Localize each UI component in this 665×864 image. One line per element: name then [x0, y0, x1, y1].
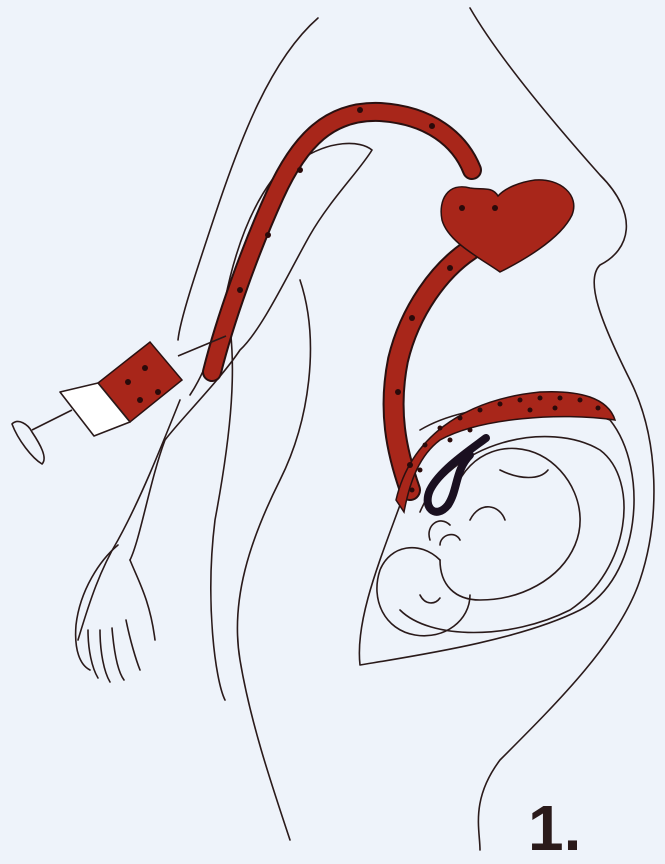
- arm-outline-lower: [130, 143, 372, 560]
- fetus-face: [420, 595, 440, 603]
- body-outline-lower-back: [237, 280, 310, 840]
- umbilical-cord: [428, 438, 486, 512]
- figure-number-label: 1.: [528, 796, 581, 860]
- body-outline-back: [178, 18, 318, 340]
- syringe-icon: [12, 336, 226, 464]
- hand-outline: [76, 545, 155, 682]
- body-outline-front: [470, 8, 654, 850]
- fetus-head: [377, 548, 470, 636]
- arm-vein-fill: [212, 112, 472, 372]
